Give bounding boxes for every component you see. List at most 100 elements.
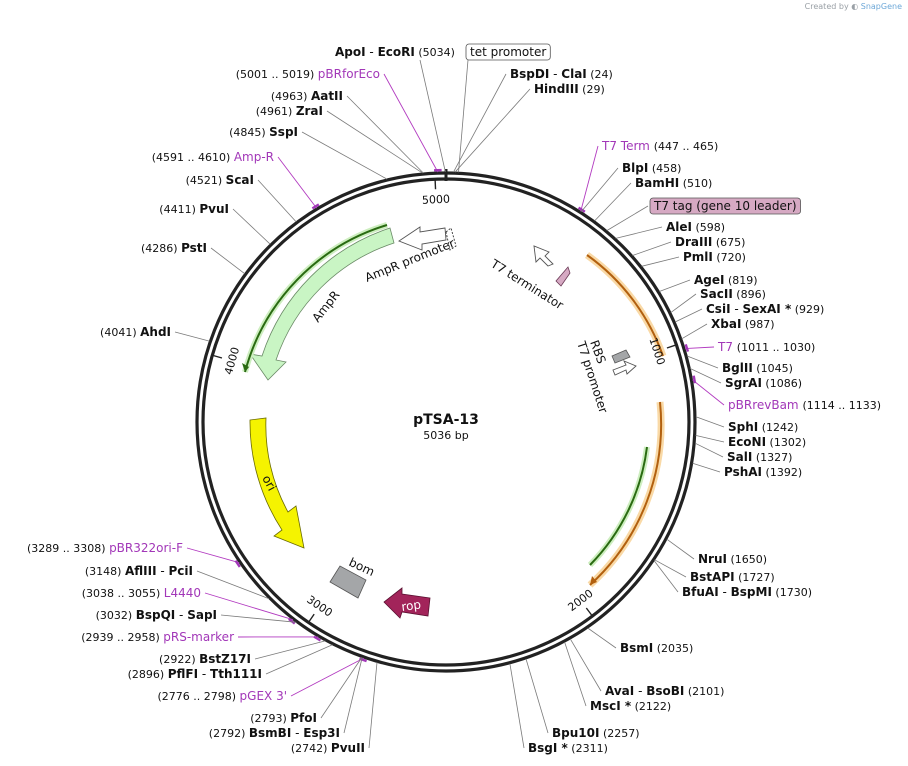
position: (3032)	[96, 609, 136, 622]
leader-line	[695, 435, 725, 443]
feature-box	[465, 43, 551, 61]
position: (2896)	[128, 668, 168, 681]
label-pfoi[interactable]: (2793) PfoI	[250, 711, 317, 725]
leader-line	[694, 442, 724, 458]
bom-box[interactable]	[329, 565, 367, 599]
label-hindiii[interactable]: HindIII (29)	[534, 82, 605, 96]
position: (1730)	[772, 586, 812, 599]
label-pshai[interactable]: PshAI (1392)	[724, 465, 802, 479]
t7-promoter-arrow[interactable]	[612, 360, 637, 376]
label-pbrrevbam[interactable]: pBRrevBam (1114 .. 1133)	[728, 398, 881, 412]
t7-tag-arrow[interactable]	[555, 266, 571, 287]
label-text: AgeI (819)	[694, 273, 758, 287]
label-text: (4845) SspI	[229, 125, 298, 139]
label-pbr322ori[interactable]: (3289 .. 3308) pBR322ori-F	[27, 541, 183, 555]
name: BfuAI	[682, 585, 719, 599]
label-agei[interactable]: AgeI (819)	[694, 273, 758, 287]
leader-line	[277, 156, 317, 209]
label-bsmi[interactable]: BsmI (2035)	[620, 641, 693, 655]
label-csii[interactable]: CsiI - SexAI * (929)	[706, 302, 824, 316]
label-bamhi[interactable]: BamHI (510)	[635, 176, 712, 190]
name: SphI	[728, 420, 758, 434]
label-text: BstAPI (1727)	[690, 570, 775, 584]
name: T7	[717, 340, 737, 354]
t7-terminator-arrow[interactable]	[533, 245, 554, 267]
label-blpi[interactable]: BlpI (458)	[622, 161, 681, 175]
name: BsoBI	[646, 684, 684, 698]
label-text: (2776 .. 2798) pGEX 3'	[157, 689, 287, 703]
position: (2257)	[599, 727, 639, 740]
label-ampr-p[interactable]: (4591 .. 4610) Amp-R	[152, 150, 274, 164]
label-bfuai[interactable]: BfuAI - BspMI (1730)	[682, 585, 812, 599]
position: (24)	[587, 68, 613, 81]
orange-arc-2	[589, 401, 663, 586]
label-text: (5001 .. 5019) pBRforEco	[236, 67, 380, 81]
name: -	[634, 684, 646, 698]
leader-line	[695, 416, 725, 428]
label-t7tag[interactable]: T7 tag (gene 10 leader)	[649, 197, 801, 215]
leader-layer	[174, 59, 725, 749]
name: CsiI	[706, 302, 731, 316]
label-text: BamHI (510)	[635, 176, 712, 190]
label-prsmarker[interactable]: (2939 .. 2958) pRS-marker	[81, 630, 234, 644]
ampr-arrow[interactable]	[249, 227, 395, 381]
label-tet[interactable]: tet promoter	[465, 43, 551, 61]
rop-arrow[interactable]	[383, 587, 431, 619]
label-psti[interactable]: (4286) PstI	[141, 241, 207, 255]
leader-line	[254, 640, 326, 660]
label-sgrai[interactable]: SgrAI (1086)	[725, 376, 802, 390]
label-avai[interactable]: AvaI - BsoBI (2101)	[605, 684, 724, 698]
label-nrui[interactable]: NruI (1650)	[698, 552, 767, 566]
leader-line	[454, 88, 531, 173]
label-bspqi[interactable]: (3032) BspQI - SapI	[96, 608, 217, 622]
label-xbai[interactable]: XbaI (987)	[711, 317, 774, 331]
label-t7[interactable]: T7 (1011 .. 1030)	[717, 340, 815, 354]
label-pvui[interactable]: (4411) PvuI	[159, 202, 229, 216]
ins-strand-highlight	[587, 446, 650, 568]
label-alei[interactable]: AleI (598)	[666, 220, 725, 234]
label-bsgi[interactable]: BsgI * (2311)	[528, 741, 608, 755]
position: (929)	[791, 303, 824, 316]
label-pbrforeco[interactable]: (5001 .. 5019) pBRforEco	[236, 67, 380, 81]
name: pBRrevBam	[728, 398, 802, 412]
position: (2101)	[684, 685, 724, 698]
label-text: (3148) AflIII - PciI	[85, 564, 193, 578]
label-msci[interactable]: MscI * (2122)	[590, 699, 671, 713]
label-pgex3[interactable]: (2776 .. 2798) pGEX 3'	[157, 689, 287, 703]
label-text: CsiI - SexAI * (929)	[706, 302, 824, 316]
label-sali[interactable]: SalI (1327)	[727, 450, 792, 464]
label-l4440[interactable]: (3038 .. 3055) L4440	[82, 586, 201, 600]
name: MscI *	[590, 699, 632, 713]
label-econi[interactable]: EcoNI (1302)	[728, 435, 806, 449]
label-draiii[interactable]: DraIII (675)	[675, 235, 745, 249]
label-pflfi[interactable]: (2896) PflFI - Tth111I	[128, 667, 262, 681]
label-aatii[interactable]: (4963) AatII	[271, 89, 343, 103]
label-scai[interactable]: (4521) ScaI	[186, 173, 254, 187]
label-ahdi[interactable]: (4041) AhdI	[100, 325, 171, 339]
label-bspdi[interactable]: BspDI - ClaI (24)	[510, 67, 613, 81]
label-pvuii[interactable]: (2742) PvuII	[291, 741, 365, 755]
label-pmli[interactable]: PmlI (720)	[683, 250, 746, 264]
position: (1650)	[727, 553, 767, 566]
ori-arrow[interactable]	[249, 417, 305, 549]
label-text: DraIII (675)	[675, 235, 745, 249]
ampr-promoter-arrow[interactable]	[398, 226, 447, 251]
tick-label: 2000	[566, 587, 596, 614]
label-bglii[interactable]: BglII (1045)	[722, 361, 793, 375]
label-sacii[interactable]: SacII (896)	[700, 287, 766, 301]
position: (4041)	[100, 326, 140, 339]
label-t7term[interactable]: T7 Term (447 .. 465)	[601, 139, 718, 153]
label-sphi[interactable]: SphI (1242)	[728, 420, 798, 434]
label-afliii[interactable]: (3148) AflIII - PciI	[85, 564, 193, 578]
label-sspi[interactable]: (4845) SspI	[229, 125, 298, 139]
label-text: SacII (896)	[700, 287, 766, 301]
label-zrai[interactable]: (4961) ZraI	[256, 104, 323, 118]
label-text: PmlI (720)	[683, 250, 746, 264]
label-apoi[interactable]: ApoI - EcoRI (5034)	[335, 45, 455, 59]
label-bpu10i[interactable]: Bpu10I (2257)	[552, 726, 640, 740]
label-bstapi[interactable]: BstAPI (1727)	[690, 570, 775, 584]
label-bsmbi[interactable]: (2792) BsmBI - Esp3I	[209, 726, 340, 740]
name: SapI	[187, 608, 217, 622]
rbs-box[interactable]	[611, 349, 631, 364]
label-bstz17i[interactable]: (2922) BstZ17I	[159, 652, 251, 666]
